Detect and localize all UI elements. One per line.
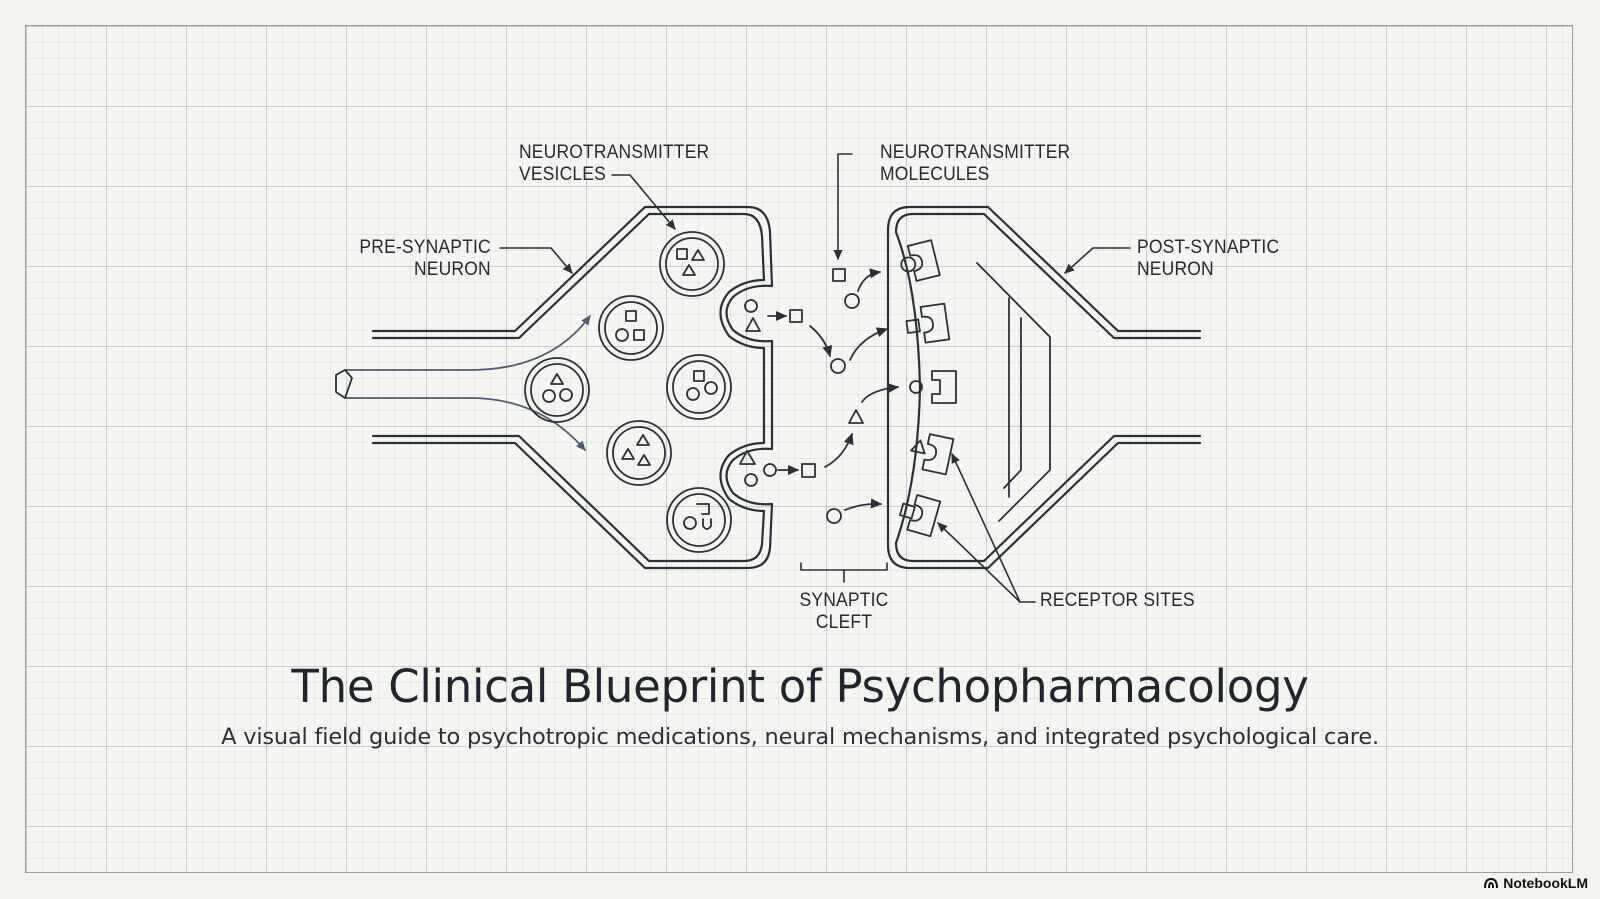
vesicle xyxy=(659,231,725,297)
post-synaptic-neuron-label: POST-SYNAPTIC NEURON xyxy=(1137,237,1280,280)
vesicles-label: NEUROTRANSMITTER VESICLES xyxy=(519,142,710,185)
brand-name: NotebookLM xyxy=(1503,875,1588,891)
vesicles xyxy=(524,231,732,553)
pre-synaptic-neuron-label: PRE-SYNAPTIC NEURON xyxy=(359,237,491,280)
pre-synaptic-neuron-outline xyxy=(371,205,774,570)
vesicle xyxy=(666,487,732,553)
vesicle xyxy=(598,295,664,361)
released-molecules xyxy=(739,299,816,487)
blueprint-grid-sheet xyxy=(25,25,1573,873)
synaptic-cleft-label: SYNAPTIC CLEFT xyxy=(799,590,889,633)
brand-watermark: NotebookLM xyxy=(1483,875,1588,891)
molecules-label: NEUROTRANSMITTER MOLECULES xyxy=(880,142,1071,185)
page-subtitle: A visual field guide to psychotropic med… xyxy=(221,724,1379,750)
receptor-sites xyxy=(899,239,957,538)
neurotransmitter-molecules xyxy=(809,268,900,524)
receptor-sites-label: RECEPTOR SITES xyxy=(1040,590,1195,611)
axon xyxy=(335,315,591,451)
page-title: The Clinical Blueprint of Psychopharmaco… xyxy=(291,660,1309,713)
vesicle xyxy=(606,420,672,486)
callout-leaders xyxy=(499,153,1131,603)
vesicle xyxy=(524,357,590,423)
post-synaptic-neuron-outline xyxy=(886,205,1202,570)
notebooklm-logo-icon xyxy=(1484,877,1499,889)
vesicle xyxy=(666,354,732,420)
